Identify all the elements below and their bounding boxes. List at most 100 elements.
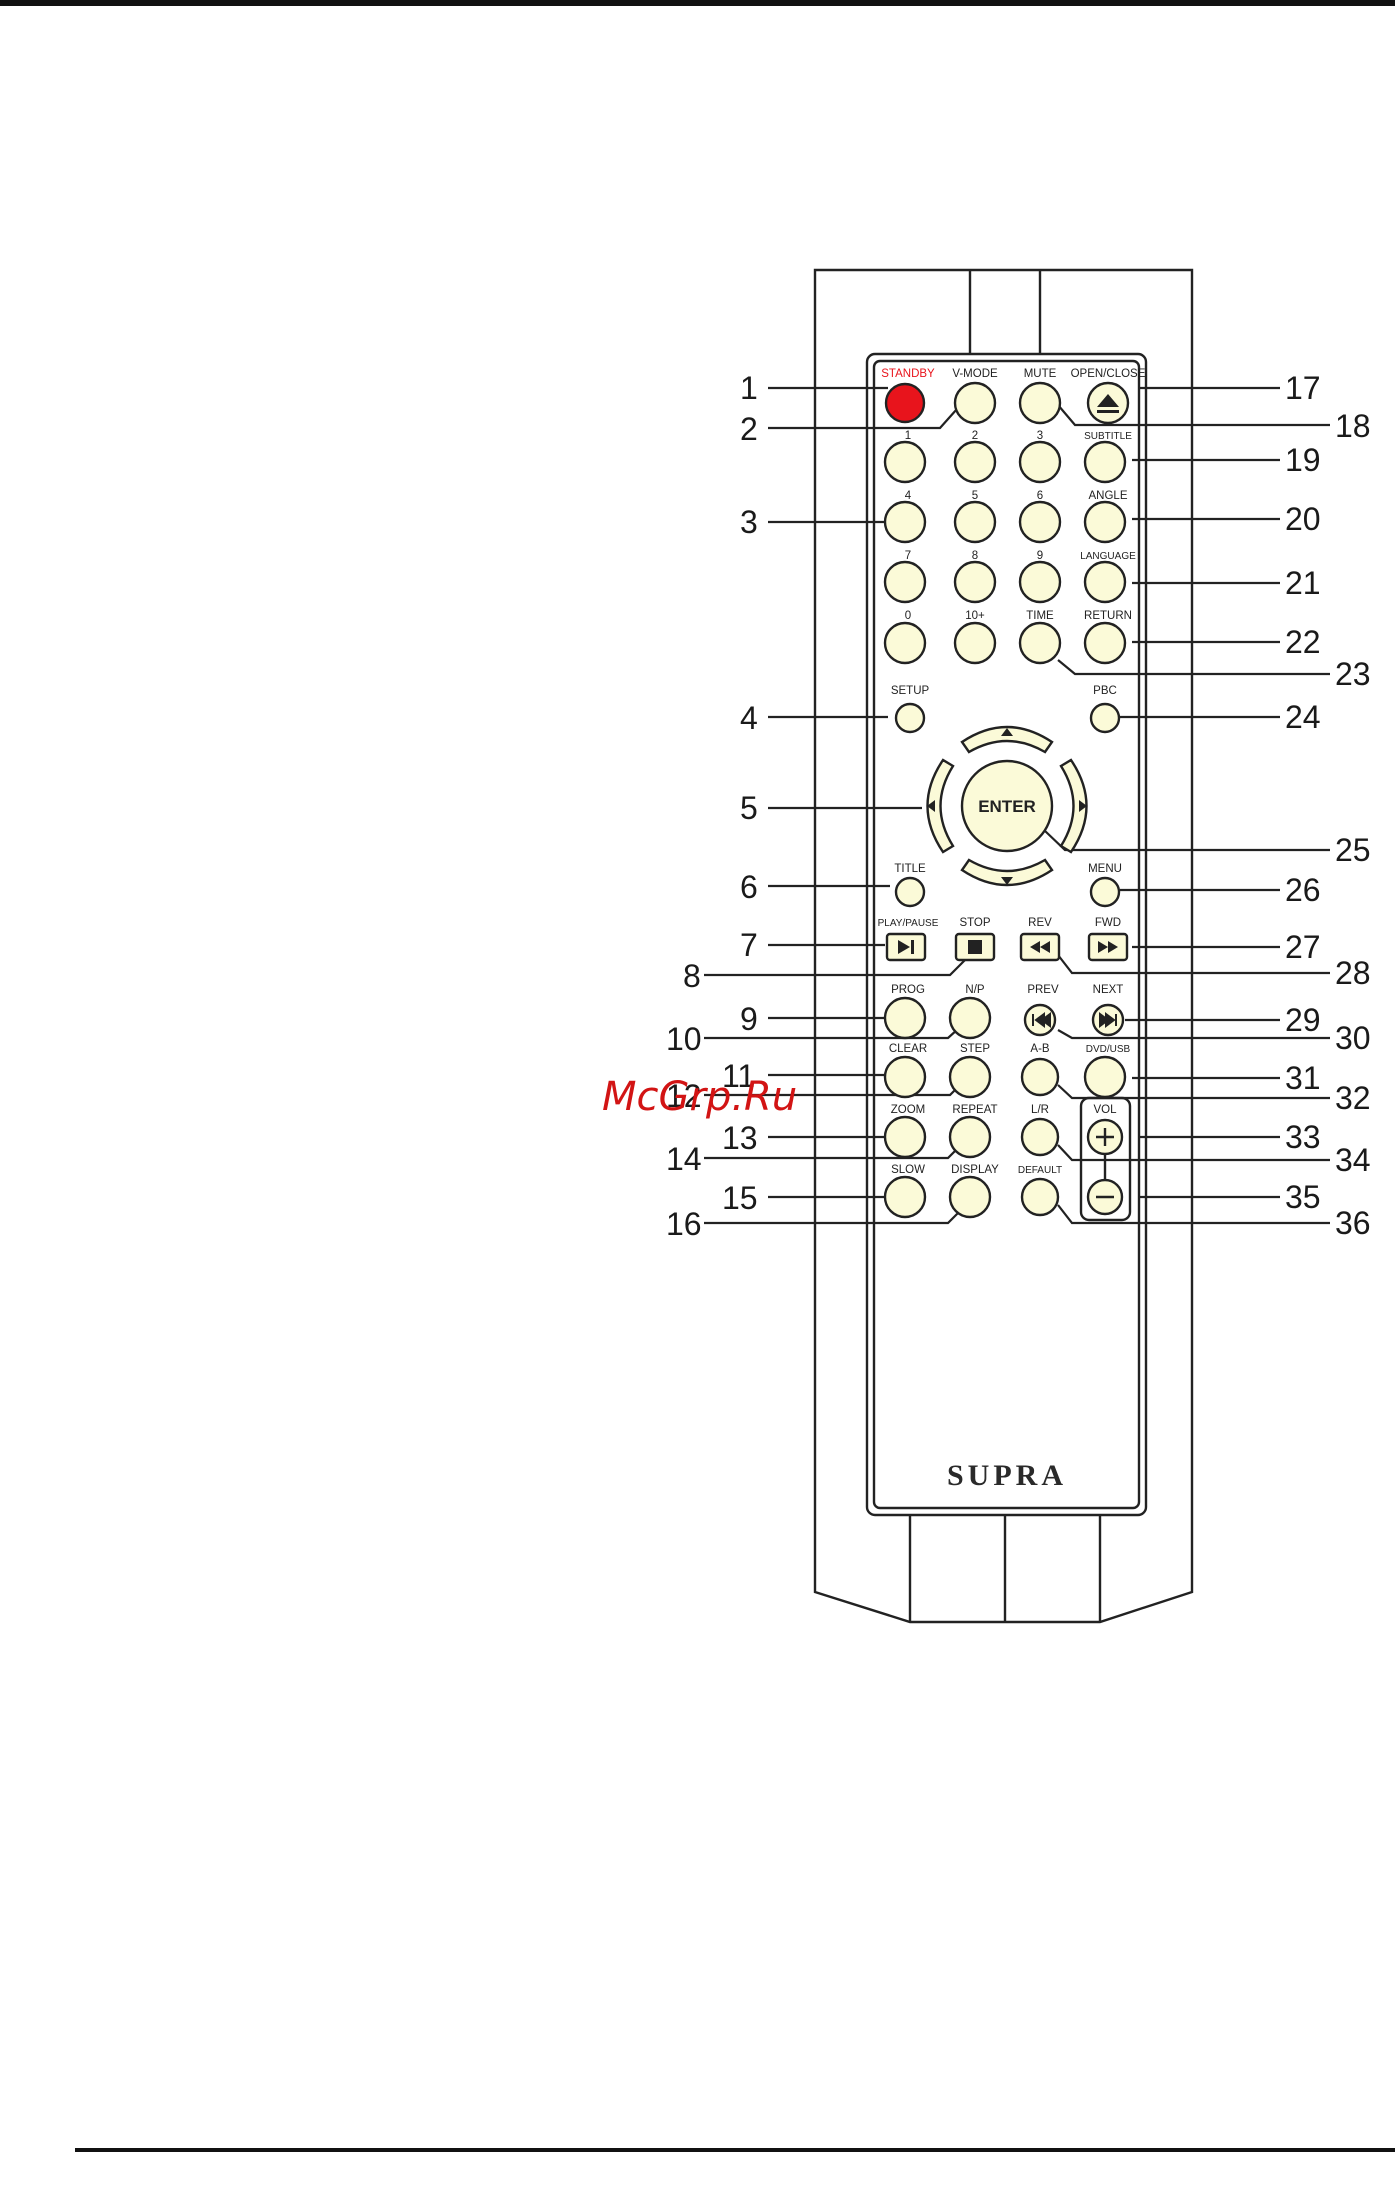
- plus-icon: [1096, 1128, 1114, 1146]
- arrow-down-icon: [1001, 877, 1013, 885]
- up-arrow-button[interactable]: [960, 725, 1054, 754]
- repeat-button[interactable]: [948, 1115, 992, 1159]
- label-next: NEXT: [1093, 984, 1124, 996]
- navigation-pad: ENTER: [926, 725, 1088, 887]
- arrow-left-icon: [927, 800, 935, 812]
- angle-button[interactable]: [1083, 500, 1127, 544]
- fwd-button[interactable]: [1087, 932, 1129, 962]
- label-fwd: FWD: [1095, 917, 1121, 929]
- left-arrow-button[interactable]: [926, 758, 955, 854]
- default-button[interactable]: [1020, 1177, 1060, 1217]
- label-standby: STANDBY: [881, 368, 935, 380]
- setup-button[interactable]: [894, 702, 926, 734]
- label-slow: SLOW: [891, 1164, 925, 1176]
- digit-6-button[interactable]: [1018, 500, 1062, 544]
- v-mode-button[interactable]: [953, 381, 997, 425]
- a-b-button[interactable]: [1020, 1057, 1060, 1097]
- callout-33: 33: [1285, 1119, 1321, 1155]
- label-zoom: ZOOM: [891, 1104, 926, 1116]
- down-arrow-button[interactable]: [960, 858, 1054, 887]
- dvd-usb-button[interactable]: [1083, 1055, 1127, 1099]
- digit-7-button[interactable]: [883, 560, 927, 604]
- label-3: 3: [1037, 430, 1043, 442]
- rev-button[interactable]: [1019, 932, 1061, 962]
- button-labels: STANDBY V-MODE MUTE OPEN/CLOSE 1 2 3 SUB…: [878, 368, 1146, 1176]
- callout-3: 3: [740, 504, 758, 540]
- watermark: McGrp.Ru: [602, 1074, 797, 1120]
- digit-0-button[interactable]: [883, 621, 927, 665]
- top-rule: [0, 0, 1395, 6]
- subtitle-button[interactable]: [1083, 440, 1127, 484]
- label-language: LANGUAGE: [1080, 551, 1136, 562]
- label-10-plus: 10+: [965, 610, 985, 622]
- label-default: DEFAULT: [1018, 1165, 1062, 1176]
- callout-30: 30: [1335, 1020, 1371, 1056]
- menu-button[interactable]: [1089, 876, 1121, 908]
- digit-2-button[interactable]: [953, 440, 997, 484]
- label-prog: PROG: [891, 984, 925, 996]
- stop-button[interactable]: [954, 932, 996, 962]
- label-n-p: N/P: [965, 984, 985, 996]
- label-dvd-usb: DVD/USB: [1086, 1044, 1131, 1055]
- return-button[interactable]: [1083, 621, 1127, 665]
- slow-button[interactable]: [883, 1175, 927, 1219]
- pbc-button[interactable]: [1089, 702, 1121, 734]
- label-time: TIME: [1026, 610, 1054, 622]
- bottom-rule: [75, 2148, 1395, 2152]
- right-arrow-button[interactable]: [1059, 758, 1088, 854]
- digit-9-button[interactable]: [1018, 560, 1062, 604]
- title-button[interactable]: [894, 876, 926, 908]
- label-title: TITLE: [894, 863, 926, 875]
- ten-plus-button[interactable]: [953, 621, 997, 665]
- callout-14: 14: [666, 1141, 702, 1177]
- eject-icon: [1097, 394, 1119, 407]
- n-p-button[interactable]: [948, 996, 992, 1040]
- callout-18: 18: [1335, 408, 1371, 444]
- play-pause-button[interactable]: [885, 932, 927, 962]
- next-button[interactable]: [1091, 1003, 1125, 1037]
- label-play-pause: PLAY/PAUSE: [878, 918, 939, 929]
- language-button[interactable]: [1083, 560, 1127, 604]
- mute-button[interactable]: [1018, 381, 1062, 425]
- label-5: 5: [972, 490, 978, 502]
- label-subtitle: SUBTITLE: [1084, 431, 1132, 442]
- fast-forward-icon: [1098, 941, 1118, 953]
- prog-button[interactable]: [883, 996, 927, 1040]
- label-9: 9: [1037, 550, 1043, 562]
- clear-button[interactable]: [883, 1055, 927, 1099]
- label-2: 2: [972, 430, 978, 442]
- callout-6: 6: [740, 869, 758, 905]
- step-button[interactable]: [948, 1055, 992, 1099]
- standby-button[interactable]: [884, 382, 926, 424]
- callout-22: 22: [1285, 624, 1321, 660]
- callout-11: 11: [722, 1058, 755, 1094]
- label-menu: MENU: [1088, 863, 1122, 875]
- display-button[interactable]: [948, 1175, 992, 1219]
- digit-8-button[interactable]: [953, 560, 997, 604]
- label-8: 8: [972, 550, 978, 562]
- callout-28: 28: [1335, 955, 1371, 991]
- digit-1-button[interactable]: [883, 440, 927, 484]
- label-rev: REV: [1028, 917, 1052, 929]
- callout-35: 35: [1285, 1179, 1321, 1215]
- digit-3-button[interactable]: [1018, 440, 1062, 484]
- enter-button[interactable]: [960, 759, 1054, 853]
- label-clear: CLEAR: [889, 1043, 927, 1055]
- label-1: 1: [905, 430, 911, 442]
- prev-button[interactable]: [1023, 1003, 1057, 1037]
- l-r-button[interactable]: [1020, 1117, 1060, 1157]
- open-close-button[interactable]: [1086, 381, 1130, 425]
- label-vol: VOL: [1093, 1104, 1117, 1116]
- callout-29: 29: [1285, 1002, 1321, 1038]
- callout-32: 32: [1335, 1080, 1371, 1116]
- label-4: 4: [905, 490, 912, 502]
- callout-26: 26: [1285, 872, 1321, 908]
- label-setup: SETUP: [891, 685, 930, 697]
- zoom-button[interactable]: [883, 1115, 927, 1159]
- time-button[interactable]: [1018, 621, 1062, 665]
- callout-1: 1: [740, 370, 758, 406]
- digit-4-button[interactable]: [883, 500, 927, 544]
- digit-5-button[interactable]: [953, 500, 997, 544]
- callout-17: 17: [1285, 370, 1321, 406]
